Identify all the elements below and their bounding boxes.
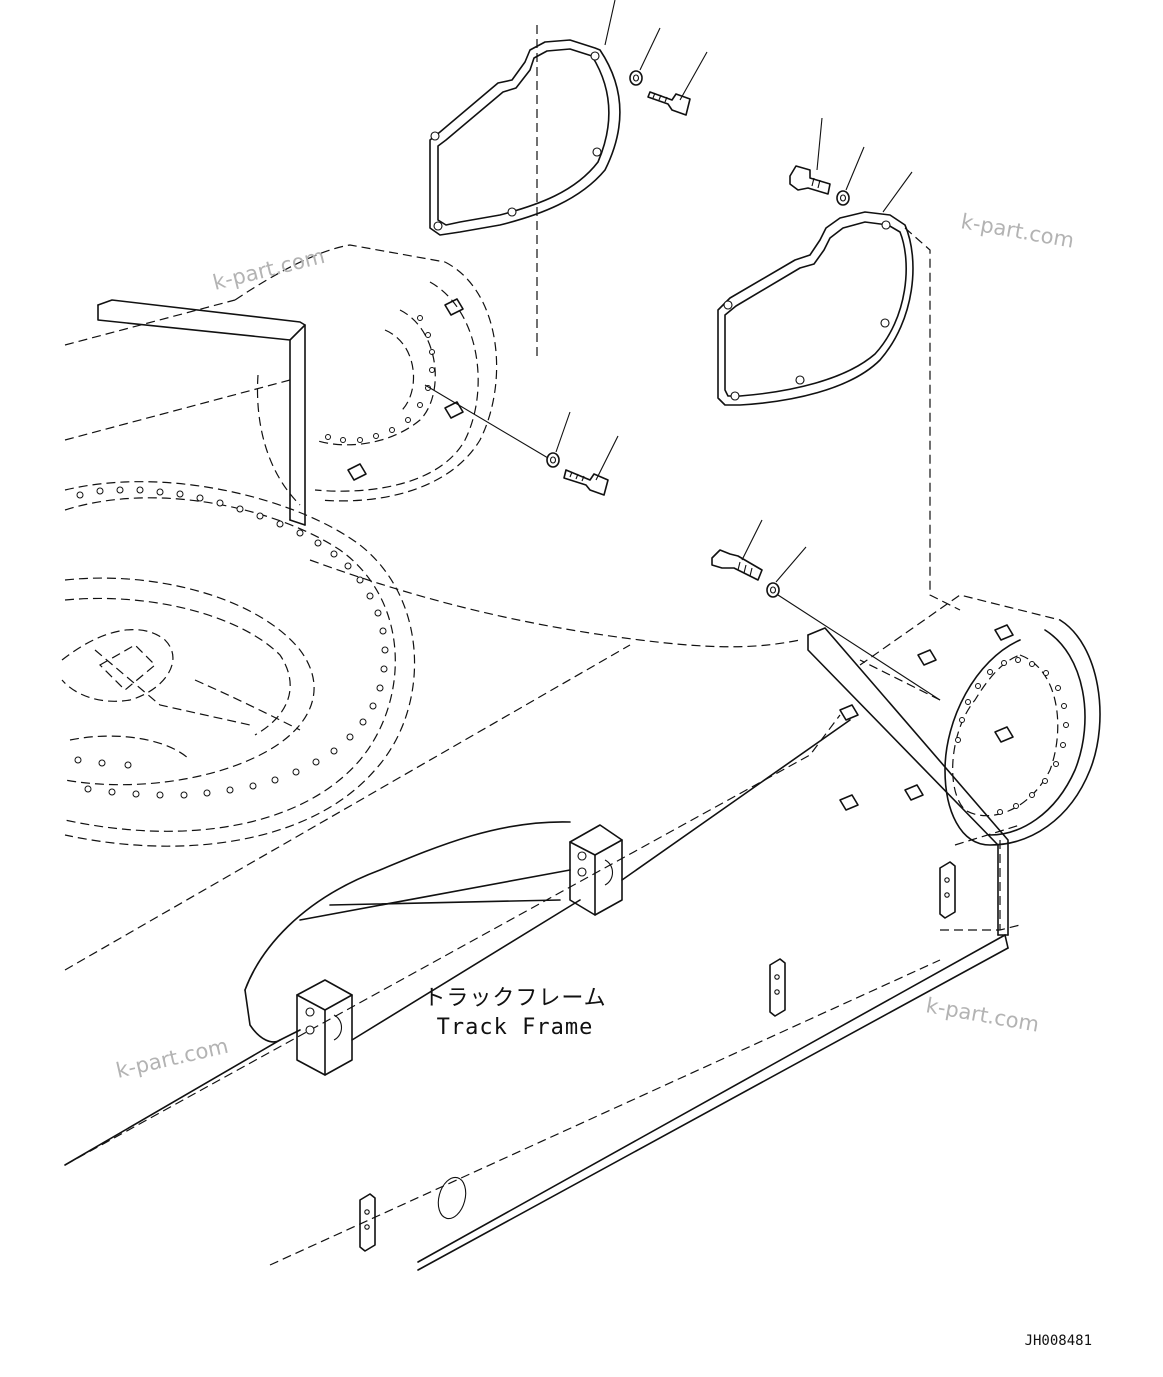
stud-plate [769, 958, 786, 1017]
leader-line [604, 0, 616, 46]
washer-middle [546, 411, 571, 468]
front-mount-ring [839, 619, 1101, 846]
access-hole [437, 1176, 467, 1220]
lower-rail [64, 719, 1009, 1271]
bolt-holes [74, 486, 389, 799]
track-guide [244, 821, 571, 1043]
bolt-upper-right [789, 117, 831, 195]
watermark: k-part.com [924, 993, 1041, 1036]
track-frame-label-en: Track Frame [437, 1015, 594, 1040]
weld-nut [839, 704, 859, 721]
cover-plate-left [429, 39, 621, 236]
bolt-upper-left [647, 51, 708, 116]
guard-block-lower [296, 979, 353, 1076]
weld-nut [839, 794, 859, 811]
cover-plate-right [717, 211, 914, 406]
weld-nut [994, 726, 1014, 743]
track-frame-label-jp: トラックフレーム [423, 986, 606, 1011]
stud-plates [359, 861, 956, 1252]
weld-nut [347, 463, 367, 481]
weld-nut [444, 401, 464, 419]
watermark: k-part.com [114, 1034, 231, 1083]
weld-nut [994, 624, 1014, 641]
washer-lower [766, 546, 807, 598]
washer-upper-left [629, 27, 661, 86]
watermark: k-part.com [210, 244, 327, 295]
bolt-lower [711, 519, 763, 581]
rear-mount-ring [256, 261, 498, 506]
side-rail [97, 299, 306, 526]
center-line [904, 227, 961, 611]
washer-upper-right [836, 146, 865, 206]
stud-plate [939, 861, 956, 919]
stud-plate [359, 1193, 376, 1252]
weld-nut [444, 298, 464, 316]
assembly-axis [424, 384, 549, 459]
assembly-axis [777, 594, 941, 701]
weld-nut [917, 649, 937, 666]
swing-circle [61, 481, 416, 847]
watermark: k-part.com [959, 209, 1076, 252]
weld-nut [904, 784, 924, 801]
leader-line [882, 171, 913, 213]
guard-block-upper [569, 824, 623, 916]
drawing-code: JH008481 [1025, 1333, 1092, 1349]
cross-brace [807, 627, 1009, 936]
bolt-middle [563, 435, 619, 496]
